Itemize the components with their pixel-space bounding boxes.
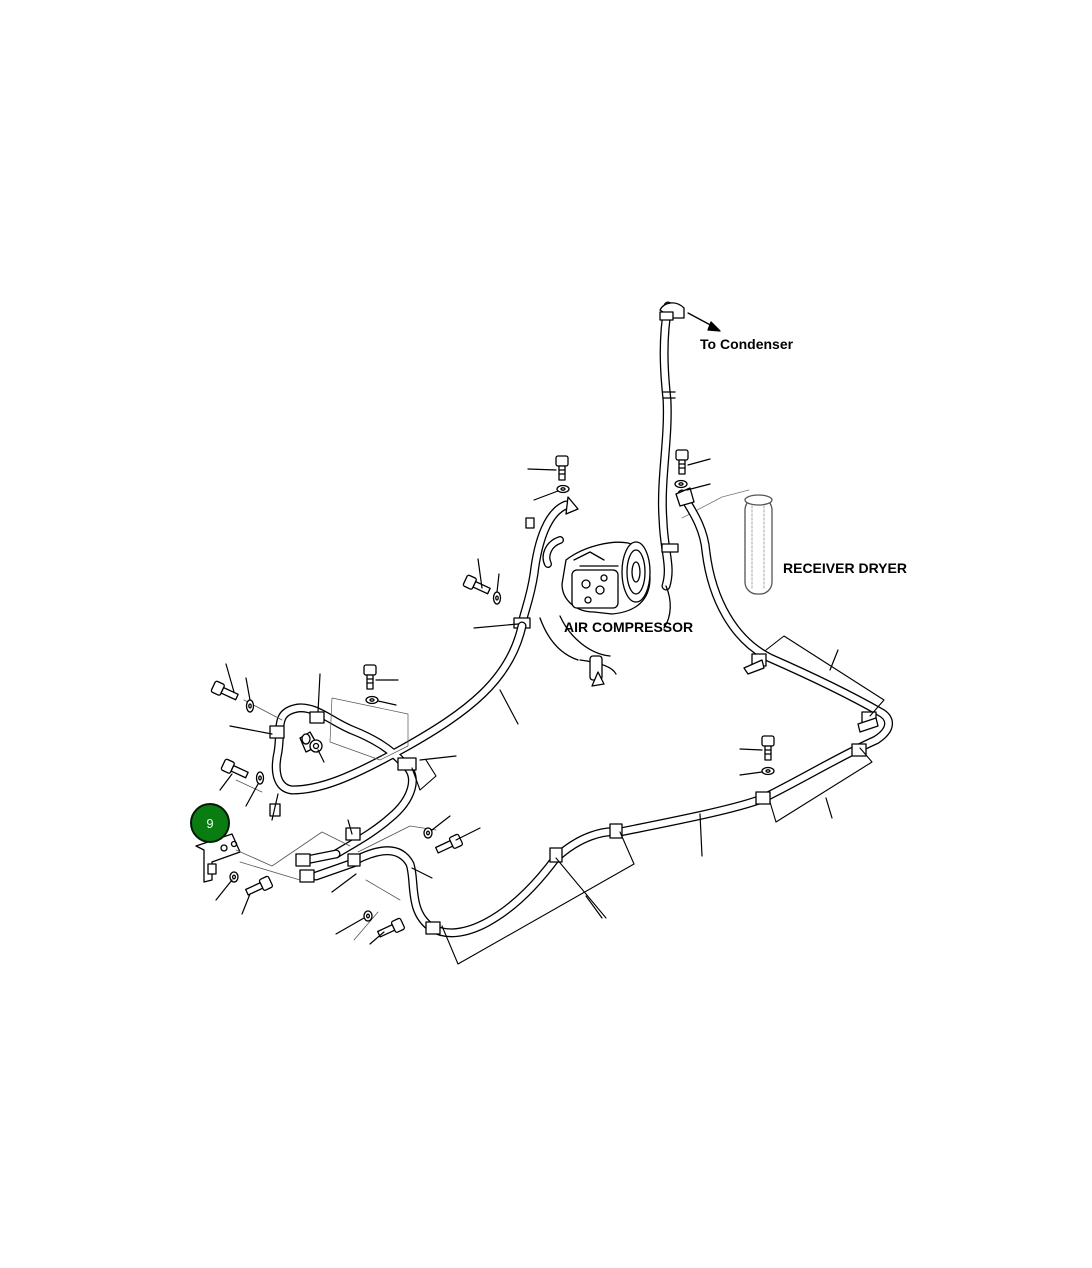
bolt-6 bbox=[210, 680, 239, 701]
condenser-hose bbox=[657, 301, 685, 591]
air-compressor bbox=[539, 541, 671, 681]
bolts bbox=[210, 449, 775, 938]
label-air-compressor: AIR COMPRESSOR bbox=[564, 619, 694, 635]
association-lines bbox=[235, 697, 437, 941]
clamps bbox=[299, 659, 879, 753]
label-to-condenser: To Condenser bbox=[700, 336, 794, 352]
leader-lines bbox=[215, 458, 839, 945]
bolt-1 bbox=[555, 455, 569, 481]
callout-item-9[interactable]: 9 bbox=[190, 803, 230, 843]
receiver-dryer bbox=[681, 489, 773, 595]
group-brackets bbox=[411, 635, 885, 965]
label-receiver-dryer: RECEIVER DRYER bbox=[783, 560, 907, 576]
bolt-4 bbox=[761, 735, 775, 761]
condenser-arrow bbox=[687, 312, 721, 332]
main-left-hose bbox=[269, 621, 527, 859]
bolt-3 bbox=[363, 664, 377, 690]
bolt-2 bbox=[675, 449, 689, 475]
lower-long-hose bbox=[351, 487, 893, 938]
bolt-9 bbox=[435, 833, 464, 854]
bolt-8 bbox=[245, 875, 274, 896]
bolt-7 bbox=[220, 758, 249, 779]
bolt-5 bbox=[462, 574, 491, 595]
bolt-10 bbox=[377, 917, 406, 938]
hose-fittings bbox=[295, 849, 361, 883]
mounting-bracket bbox=[195, 833, 241, 883]
